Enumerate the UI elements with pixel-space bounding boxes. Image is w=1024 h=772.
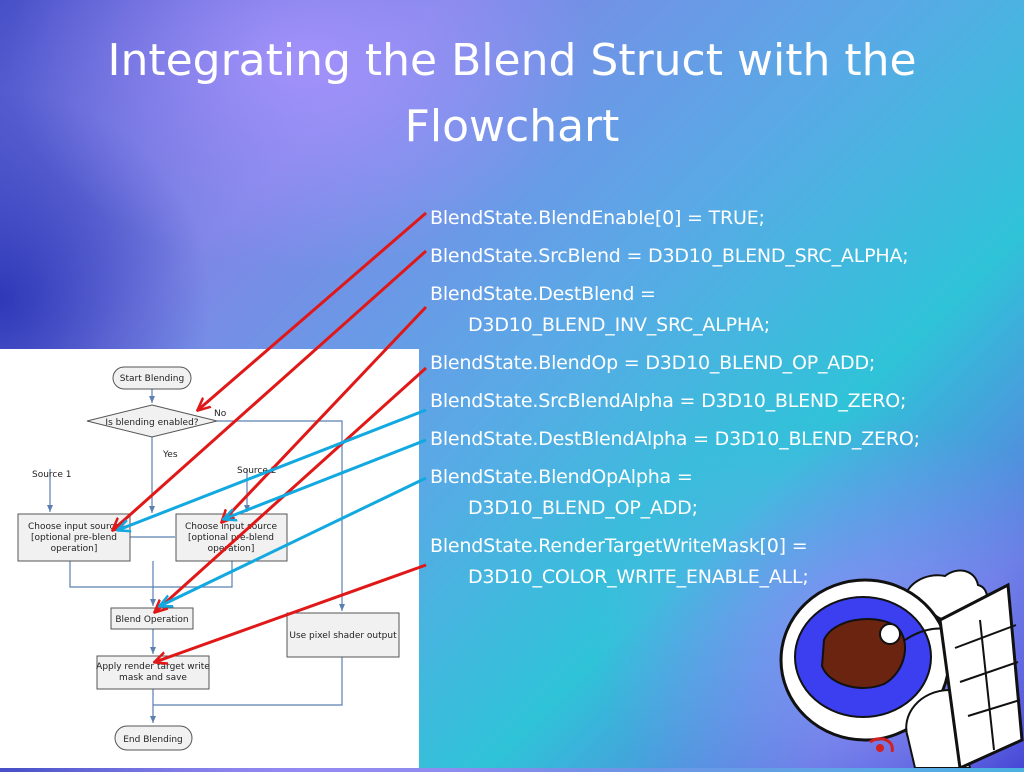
choose-1-text: Choose input source [28,522,120,532]
red-arrow [113,249,427,530]
code-line: BlendState.BlendOpAlpha = [430,466,693,488]
pixel-shader-label: Use pixel shader output [289,631,397,641]
code-item-write-mask: BlendState.RenderTargetWriteMask[0] = D3… [430,531,1020,593]
choose-2-text: [optional pre-blend [188,533,274,543]
choose-1-text: [optional pre-blend [31,533,117,543]
code-line: BlendState.BlendOp = D3D10_BLEND_OP_ADD; [430,352,876,374]
code-item-dest-blend: BlendState.DestBlend = D3D10_BLEND_INV_S… [430,279,1020,341]
choose-1-text: operation] [51,544,98,554]
start-label: Start Blending [120,374,184,384]
code-line-continuation: D3D10_BLEND_OP_ADD; [468,497,698,519]
blend-state-code-list: BlendState.BlendEnable[0] = TRUE; BlendS… [430,203,1020,600]
no-label: No [214,409,227,419]
choose-2-text: operation] [208,544,255,554]
code-item-src-blend-alpha: BlendState.SrcBlendAlpha = D3D10_BLEND_Z… [430,386,1020,417]
red-arrow [198,211,427,410]
red-arrows [113,211,428,662]
code-item-blend-op-alpha: BlendState.BlendOpAlpha = D3D10_BLEND_OP… [430,462,1020,524]
code-line-continuation: D3D10_BLEND_INV_SRC_ALPHA; [468,314,770,336]
astronaut-doodle [779,569,1024,768]
code-item-src-blend: BlendState.SrcBlend = D3D10_BLEND_SRC_AL… [430,241,1020,272]
title-line-1: Integrating the Blend Struct with the [107,35,917,86]
apply-text: mask and save [119,673,187,683]
code-line: BlendState.SrcBlendAlpha = D3D10_BLEND_Z… [430,390,907,412]
code-line: BlendState.DestBlend = [430,283,656,305]
blend-operation-box: Blend Operation [110,607,194,630]
code-item-blend-op: BlendState.BlendOp = D3D10_BLEND_OP_ADD; [430,348,1020,379]
blue-arrow [224,438,427,519]
start-terminal: Start Blending [112,366,192,390]
end-label: End Blending [123,735,183,745]
pixel-shader-box: Use pixel shader output [286,612,400,658]
code-item-blend-enable: BlendState.BlendEnable[0] = TRUE; [430,203,1020,234]
flowchart-panel: Start Blending Is blending enabled? No Y… [0,349,419,768]
decision-diamond: Is blending enabled? [86,404,218,438]
code-line: BlendState.DestBlendAlpha = D3D10_BLEND_… [430,428,920,450]
flow-connectors [47,389,345,723]
red-arrow [155,563,427,662]
blue-arrows [118,408,427,606]
title-line-2: Flowchart [404,101,620,152]
choose-2-text: Choose input source [185,522,277,532]
blue-arrow [160,476,427,606]
code-line-continuation: D3D10_COLOR_WRITE_ENABLE_ALL; [468,566,809,588]
blend-operation-label: Blend Operation [115,615,188,625]
blue-arrow [118,408,427,530]
code-line: BlendState.SrcBlend = D3D10_BLEND_SRC_AL… [430,245,909,267]
slide-title: Integrating the Blend Struct with the Fl… [0,28,1024,160]
source-1-label: Source 1 [32,470,72,480]
code-item-dest-blend-alpha: BlendState.DestBlendAlpha = D3D10_BLEND_… [430,424,1020,455]
code-line: BlendState.BlendEnable[0] = TRUE; [430,207,765,229]
decision-label: Is blending enabled? [105,418,198,428]
red-arrow [222,305,428,522]
red-arrow [155,366,428,612]
source-2-label: Source 2 [237,466,277,476]
flowchart-diagram: Start Blending Is blending enabled? No Y… [17,366,400,751]
end-terminal: End Blending [114,725,193,751]
code-line: BlendState.RenderTargetWriteMask[0] = [430,535,808,557]
yes-label: Yes [162,450,178,460]
apply-text: Apply render target write [96,662,210,672]
